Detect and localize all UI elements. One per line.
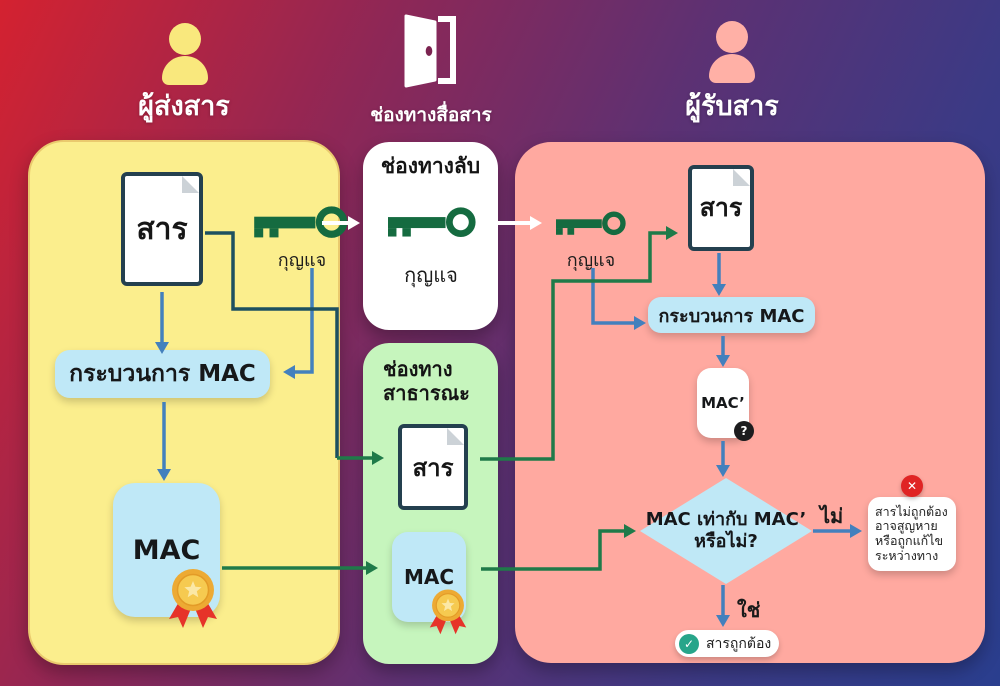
decision-line2: หรือไม่? bbox=[694, 531, 758, 552]
medal-icon bbox=[429, 589, 467, 635]
error-line1: สารไม่ถูกต้อง bbox=[875, 503, 948, 519]
error-line3: หรือถูกแก้ไข bbox=[875, 533, 944, 548]
receiver-person-icon bbox=[709, 21, 755, 83]
mac-prime-label: MAC’ bbox=[701, 394, 745, 412]
sender-person-icon bbox=[162, 23, 208, 85]
receiver-mac-process-label: กระบวนการ MAC bbox=[658, 305, 805, 327]
receiver-message-document: สาร bbox=[688, 165, 754, 251]
error-line4: ระหว่างทาง bbox=[875, 547, 939, 563]
public-channel-title-line1: ช่องทาง bbox=[383, 357, 453, 381]
secret-channel-box bbox=[363, 142, 498, 330]
medal-icon bbox=[169, 569, 217, 628]
yes-label: ใช่ bbox=[737, 598, 761, 622]
sender-message-document: สาร bbox=[121, 172, 203, 286]
check-icon: ✓ bbox=[679, 633, 699, 654]
decision-text: MAC เท่ากับ MAC’ หรือไม่? bbox=[640, 478, 812, 584]
page-fold bbox=[733, 169, 750, 186]
success-pill: ✓ สารถูกต้อง bbox=[675, 630, 779, 657]
secret-channel-key-icon bbox=[388, 207, 476, 237]
door-icon bbox=[404, 14, 456, 88]
channel-title: ช่องทางสื่อสาร bbox=[370, 104, 492, 126]
receiver-key-icon bbox=[556, 211, 626, 236]
sender-key-label: กุญแจ bbox=[277, 250, 327, 271]
page-fold bbox=[447, 428, 464, 445]
sender-mac-label: MAC bbox=[132, 534, 201, 566]
sender-message-label: สาร bbox=[136, 211, 188, 247]
success-label: สารถูกต้อง bbox=[706, 635, 772, 652]
sender-mac-process-box: กระบวนการ MAC bbox=[55, 350, 270, 398]
sender-key-icon bbox=[254, 206, 348, 238]
mac-prime-box: MAC’ ? bbox=[697, 368, 754, 441]
secret-channel-key-label: กุญแจ bbox=[404, 263, 458, 287]
public-message-label: สาร bbox=[412, 453, 454, 482]
receiver-key-label: กุญแจ bbox=[566, 250, 616, 271]
sender-mac-process-label: กระบวนการ MAC bbox=[69, 361, 256, 387]
page-fold bbox=[182, 176, 199, 193]
receiver-title: ผู้รับสาร bbox=[685, 91, 779, 122]
no-label: ไม่ bbox=[820, 504, 844, 528]
receiver-message-label: สาร bbox=[699, 193, 743, 222]
error-message-box: สารไม่ถูกต้อง อาจสูญหาย หรือถูกแก้ไข ระห… bbox=[868, 497, 956, 571]
secret-channel-title: ช่องทางลับ bbox=[380, 154, 481, 178]
sender-title: ผู้ส่งสาร bbox=[138, 91, 230, 122]
public-mac-label: MAC bbox=[403, 565, 455, 589]
public-channel-title-line2: สาธารณะ bbox=[383, 381, 470, 405]
decision-line1: MAC เท่ากับ MAC’ bbox=[645, 509, 807, 531]
error-line2: อาจสูญหาย bbox=[875, 518, 938, 534]
receiver-mac-process-box: กระบวนการ MAC bbox=[648, 297, 815, 333]
public-message-document: สาร bbox=[398, 424, 468, 510]
question-badge-icon: ? bbox=[734, 421, 754, 441]
error-x-icon: ✕ bbox=[901, 475, 923, 497]
